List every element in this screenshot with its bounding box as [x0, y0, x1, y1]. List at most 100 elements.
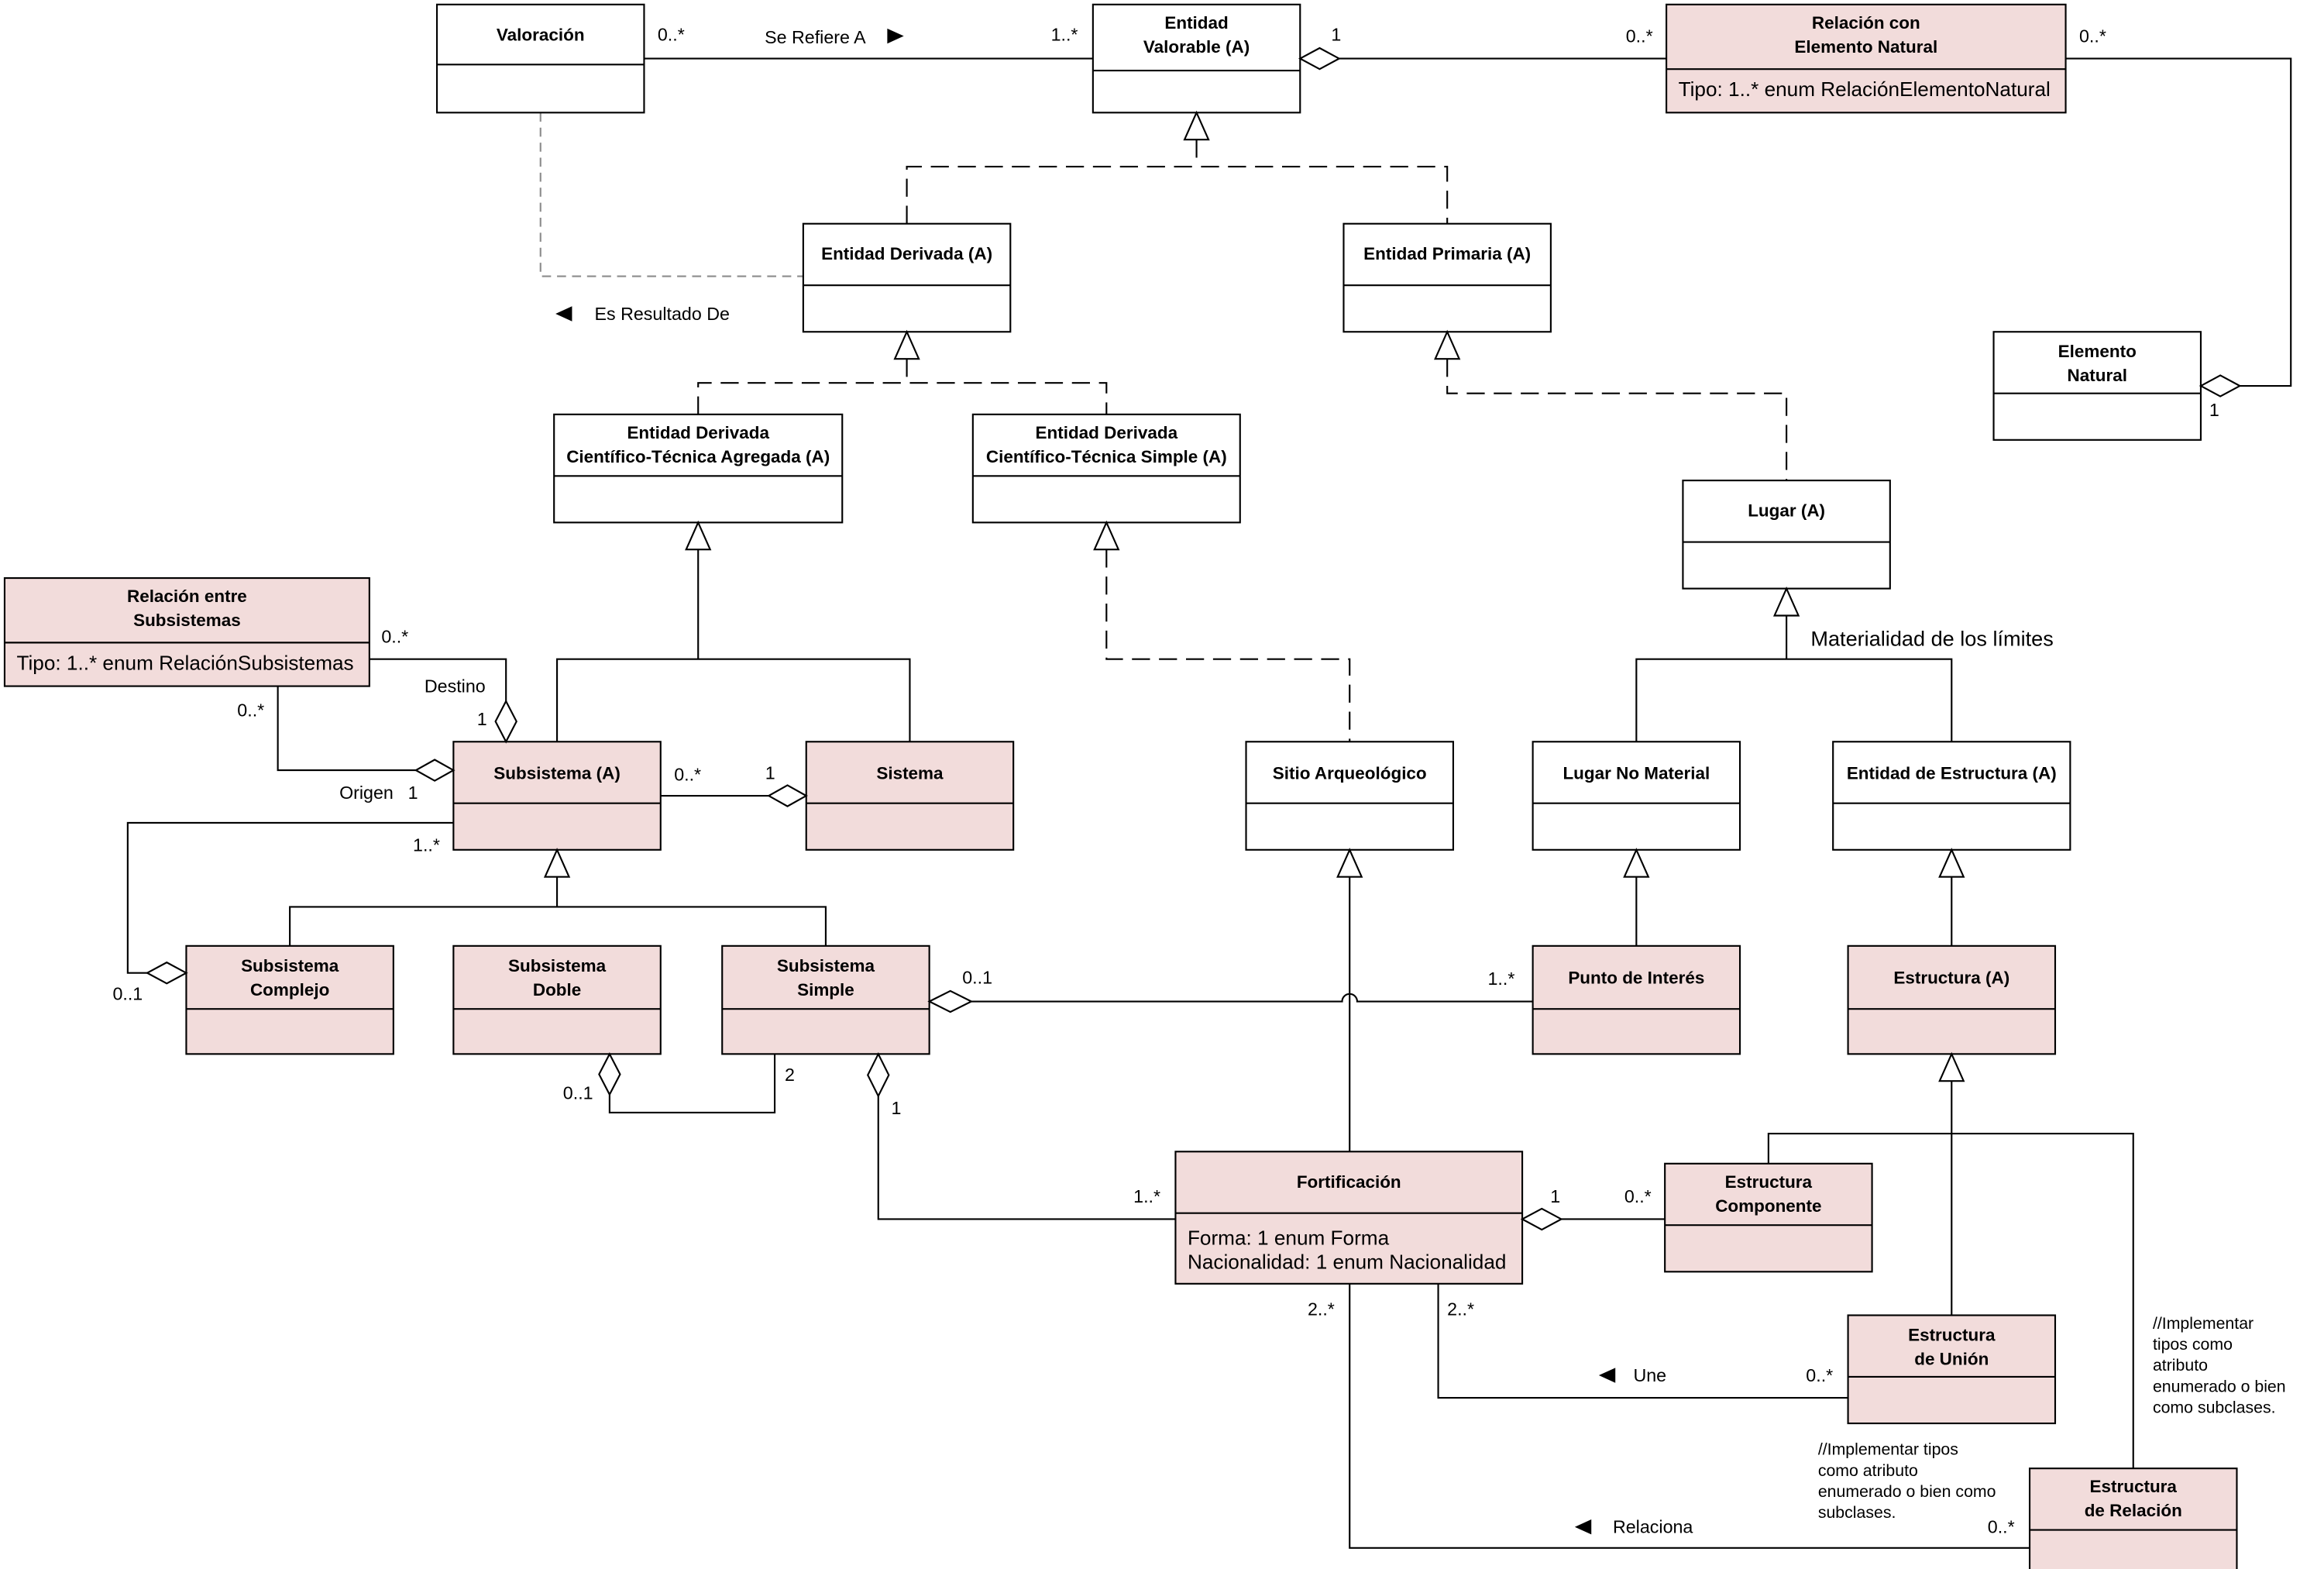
class-estructura-de-relacion: Estructura de Relación [2028, 1467, 2238, 1569]
multiplicity-label: 2 [785, 1065, 795, 1085]
class-box [1832, 741, 2071, 851]
note-line: //Implementar tipos [1818, 1440, 1958, 1459]
class-name: Subsistemas [133, 611, 241, 630]
class-name: Entidad Derivada [627, 423, 769, 442]
generalization-triangle [1183, 110, 1210, 141]
class-box [185, 944, 394, 1055]
multiplicity-label: 0..1 [563, 1082, 593, 1103]
class-entidad-derivada-simple: Entidad Derivada Científico-Técnica Simp… [971, 413, 1241, 524]
association-line-complejo [126, 821, 454, 974]
class-entidad-derivada: Entidad Derivada (A) [802, 222, 1012, 333]
class-name: Complejo [250, 980, 329, 1000]
class-subsistema-complejo: Subsistema Complejo [185, 944, 394, 1055]
generalization-simple [1105, 549, 1351, 742]
direction-arrow-left-icon [1598, 1368, 1616, 1383]
class-name: Subsistema [241, 956, 339, 975]
class-box [3, 576, 370, 687]
class-punto-de-interes: Punto de Interés [1532, 944, 1741, 1055]
class-sitio-arqueologico: Sitio Arqueológico [1245, 741, 1454, 851]
class-box [553, 413, 844, 524]
note-line: enumerado o bien como [1818, 1482, 1996, 1501]
association-name: Se Refiere A [765, 27, 866, 47]
class-name: Entidad Derivada (A) [821, 244, 992, 263]
generalization-agregada [556, 549, 911, 742]
class-name: Entidad [1164, 13, 1228, 33]
class-box [1092, 3, 1301, 114]
generalization-entidad-valorable [906, 139, 1449, 224]
direction-arrow-left-icon [555, 306, 572, 322]
role-label: Origen [339, 783, 394, 803]
generalization-triangle [893, 329, 920, 360]
class-attribute: Nacionalidad: 1 enum Nacionalidad [1188, 1250, 1507, 1273]
association-name: Une [1633, 1365, 1666, 1385]
class-box [1666, 3, 2067, 114]
class-entidad-derivada-agregada: Entidad Derivada Científico-Técnica Agre… [553, 413, 844, 524]
generalization-triangle [1938, 1051, 1965, 1082]
class-elemento-natural: Elemento Natural [1992, 331, 2202, 441]
class-box [452, 741, 662, 851]
multiplicity-label: 1 [892, 1098, 902, 1118]
multiplicity-label: 2..* [1308, 1299, 1335, 1320]
aggregation-diamond [1298, 46, 1341, 71]
class-box [1342, 222, 1552, 333]
class-box [1245, 741, 1454, 851]
class-entidad-valorable: Entidad Valorable (A) [1092, 3, 1301, 114]
dependency-line-es-resultado-de [539, 112, 803, 277]
realization-line [697, 359, 1108, 415]
association-name: Es Resultado De [594, 304, 729, 324]
class-box [1174, 1151, 1524, 1285]
class-name: Científico-Técnica Agregada (A) [566, 447, 830, 466]
aggregation-diamond [598, 1052, 621, 1096]
class-attribute: Tipo: 1..* enum RelaciónElementoNatural [1679, 77, 2051, 101]
multiplicity-label: 1 [408, 783, 418, 803]
association-line-simple-punto [971, 993, 1533, 1003]
association-line-relaciona [1349, 1283, 2030, 1549]
class-box [1532, 944, 1741, 1055]
role-label: Destino [425, 676, 486, 696]
direction-arrow-left-icon [1574, 1519, 1592, 1535]
class-name: Entidad Primaria (A) [1363, 244, 1531, 263]
class-entidad-primaria: Entidad Primaria (A) [1342, 222, 1552, 333]
class-name: Entidad de Estructura (A) [1847, 764, 2057, 783]
class-name: de Relación [2085, 1501, 2182, 1520]
class-box [1532, 741, 1741, 851]
class-lugar-no-material: Lugar No Material [1532, 741, 1741, 851]
multiplicity-label: 0..1 [112, 984, 143, 1004]
class-entidad-de-estructura: Entidad de Estructura (A) [1832, 741, 2071, 851]
class-name: Valorable (A) [1143, 37, 1250, 57]
aggregation-diamond [866, 1051, 890, 1098]
generalization-triangle [1434, 329, 1461, 360]
class-name: Sistema [876, 764, 944, 783]
realization-line [1446, 359, 1788, 481]
aggregation-diamond [494, 699, 517, 744]
multiplicity-label: 0..* [2079, 26, 2106, 46]
association-name: Relaciona [1613, 1516, 1693, 1536]
association-line-simple-fortificacion [877, 1096, 1176, 1220]
class-relacion-entre-subsistemas: Relación entre Subsistemas Tipo: 1..* en… [3, 576, 370, 687]
class-subsistema-doble: Subsistema Doble [452, 944, 662, 1055]
class-box [721, 944, 930, 1055]
class-box [452, 944, 662, 1055]
note-line: tipos como [2153, 1335, 2233, 1354]
class-subsistema: Subsistema (A) [452, 741, 662, 851]
generalization-line-estructura-subtypes [1767, 1081, 2134, 1469]
multiplicity-label: 0..* [674, 765, 701, 785]
class-name: Estructura [1908, 1325, 1996, 1344]
class-name: Estructura [2090, 1477, 2178, 1496]
direction-arrow-right-icon [887, 28, 904, 44]
class-box [1847, 944, 2057, 1055]
class-name: Lugar (A) [1748, 501, 1825, 521]
generalization-triangle [1093, 520, 1120, 551]
aggregation-diamond [414, 759, 456, 782]
generalization-line [1635, 615, 1953, 742]
generalization-triangle [1772, 586, 1800, 617]
class-box [435, 3, 645, 114]
generalization-entidad-derivada [697, 359, 1108, 415]
aggregation-diamond [145, 961, 188, 985]
multiplicity-label: 1..* [1051, 24, 1078, 44]
association-line-doble-simple [608, 1054, 776, 1113]
class-subsistema-simple: Subsistema Simple [721, 944, 930, 1055]
association-line-destino [369, 658, 507, 701]
class-name: Estructura [1725, 1172, 1813, 1192]
multiplicity-label: 0..* [237, 700, 264, 720]
